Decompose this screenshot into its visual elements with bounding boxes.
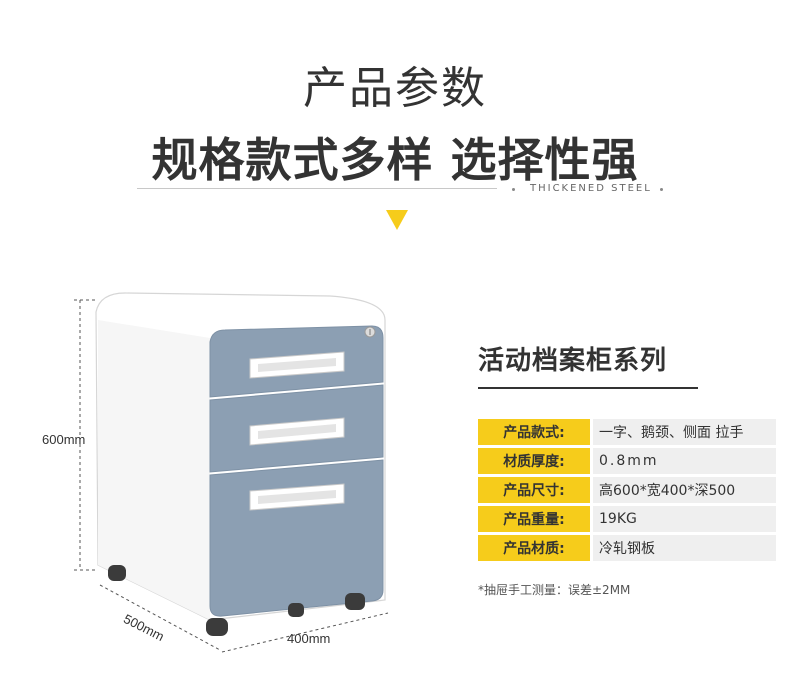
drawer-front-3 bbox=[209, 459, 384, 617]
spec-label: 产品重量: bbox=[478, 506, 590, 532]
spec-value: 高600*宽400*深500 bbox=[593, 477, 776, 503]
measurement-note: *抽屉手工测量：误差±2MM bbox=[478, 583, 631, 597]
down-arrow-icon bbox=[386, 210, 408, 230]
spec-label: 产品款式: bbox=[478, 419, 590, 445]
caster-wheels bbox=[108, 565, 365, 636]
spec-value: 19KG bbox=[593, 506, 776, 532]
spec-label: 产品尺寸: bbox=[478, 477, 590, 503]
depth-dimension-line bbox=[99, 584, 221, 651]
series-title: 活动档案柜系列 bbox=[478, 346, 668, 376]
spec-label: 产品材质: bbox=[478, 535, 590, 561]
spec-value: 0.8mm bbox=[593, 448, 776, 474]
spec-value: 冷轧钢板 bbox=[593, 535, 776, 561]
spec-row: 产品材质: 冷轧钢板 bbox=[478, 535, 776, 561]
page-title: 产品参数 bbox=[303, 63, 487, 114]
spec-row: 产品款式: 一字、鹅颈、侧面 拉手 bbox=[478, 419, 776, 445]
filing-cabinet-image bbox=[74, 292, 389, 653]
series-underline bbox=[478, 387, 698, 389]
english-tag: THICKENED STEEL bbox=[530, 183, 652, 194]
width-dimension-line bbox=[221, 612, 389, 653]
height-label: 600mm bbox=[42, 432, 86, 447]
spec-row: 产品尺寸: 高600*宽400*深500 bbox=[478, 477, 776, 503]
spec-table: 产品款式: 一字、鹅颈、侧面 拉手 材质厚度: 0.8mm 产品尺寸: 高600… bbox=[478, 419, 776, 564]
divider-dot bbox=[660, 188, 663, 191]
height-dimension-line bbox=[74, 299, 95, 571]
spec-label: 材质厚度: bbox=[478, 448, 590, 474]
divider-line bbox=[137, 188, 497, 189]
spec-value: 一字、鹅颈、侧面 拉手 bbox=[593, 419, 776, 445]
page-subtitle: 规格款式多样 选择性强 bbox=[151, 133, 639, 187]
width-label: 400mm bbox=[287, 631, 331, 646]
spec-row: 材质厚度: 0.8mm bbox=[478, 448, 776, 474]
spec-row: 产品重量: 19KG bbox=[478, 506, 776, 532]
divider-dot bbox=[512, 188, 515, 191]
